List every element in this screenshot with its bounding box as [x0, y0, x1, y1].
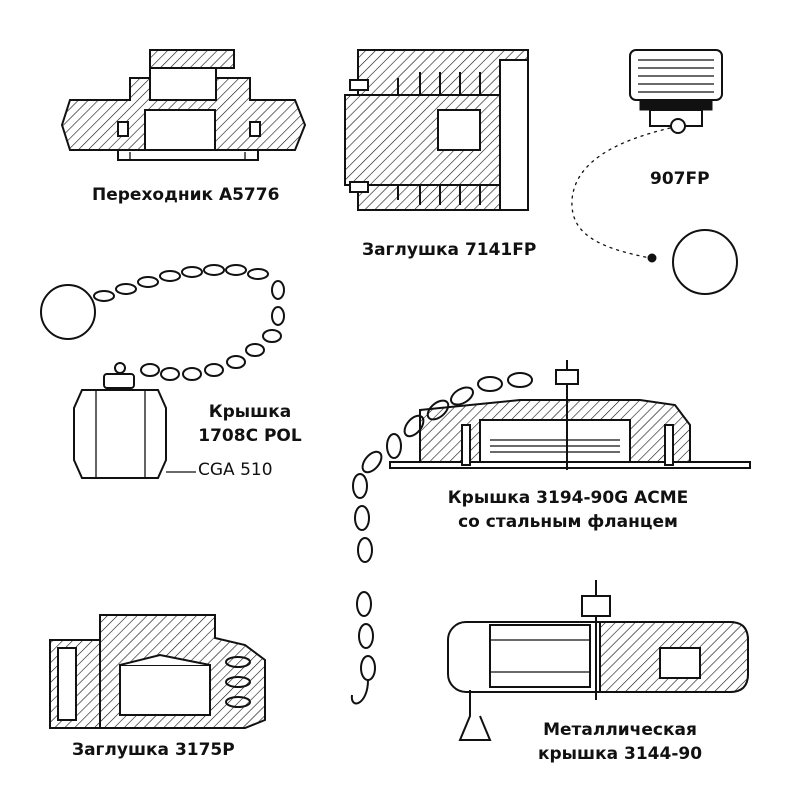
caption-cap-3194: Крышка 3194-90G ACME со стальным фланцем: [418, 486, 718, 534]
caption-cap-3144: Металлическая крышка 3144-90: [520, 718, 720, 766]
cap-3194-drawing: [350, 360, 751, 705]
caption-cap-3144-line1: Металлическая: [543, 720, 697, 740]
caption-cap-3194-line1: Крышка 3194-90G ACME: [447, 488, 689, 508]
plug-907fp-drawing: [571, 49, 738, 295]
cap-3144-drawing: [447, 580, 749, 741]
plug-3175p-drawing: [49, 614, 266, 729]
caption-plug-7141fp: Заглушка 7141FP: [362, 240, 537, 260]
cap-1708c-drawing: [40, 264, 285, 479]
caption-cap-3144-line2: крышка 3144-90: [537, 744, 703, 764]
plug-7141fp-drawing: [344, 49, 529, 211]
adapter-a5776-drawing: [60, 49, 307, 161]
caption-cap-3194-line2: со стальным фланцем: [458, 512, 678, 532]
cga-label: CGA 510: [198, 460, 273, 480]
caption-cap-1708c-line1: Крышка: [208, 402, 292, 422]
caption-cap-1708c-line2: 1708C POL: [198, 426, 302, 446]
caption-plug-3175p: Заглушка 3175P: [72, 740, 235, 760]
caption-adapter-a5776: Переходник A5776: [92, 185, 280, 205]
caption-cap-1708c: Крышка 1708C POL: [190, 400, 310, 448]
caption-907fp: 907FP: [650, 169, 710, 189]
